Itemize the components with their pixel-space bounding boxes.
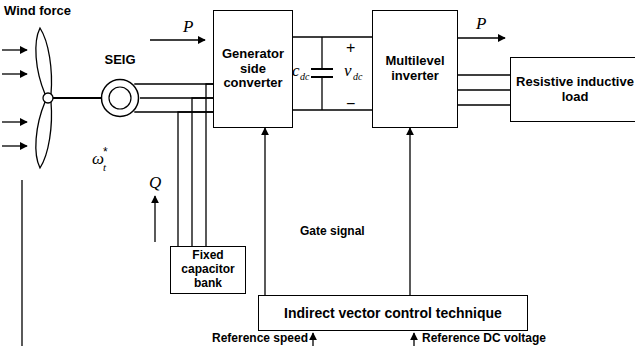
box-label: Resistive inductive load [511, 75, 635, 105]
shaft [52, 97, 101, 99]
box-label: Indirect vector control technique [284, 305, 502, 321]
capacitor-wire [178, 84, 213, 246]
speed-symbol: ω [92, 150, 104, 167]
box-label: Generator side converter [214, 47, 292, 92]
dc-capacitor [311, 37, 333, 110]
power-flow-arrow [455, 37, 505, 38]
reactive-power-arrow [154, 196, 155, 242]
load-wire [458, 75, 510, 105]
generator-symbol [100, 78, 140, 118]
title-label: Wind force [4, 4, 71, 17]
reference-input-arrow [413, 333, 414, 346]
dc-link-wire [293, 37, 372, 110]
control-box: Indirect vector control technique [258, 295, 528, 331]
input-label: Reference speed [212, 332, 308, 344]
turbine-blade [36, 102, 52, 168]
converter-box: Generator side converter [213, 10, 293, 128]
wind-arrows [2, 50, 27, 146]
turbine [36, 28, 101, 168]
inverter-box: Multilevel inverter [372, 10, 458, 128]
input-label: Reference DC voltage [422, 332, 546, 344]
subscript: dc [300, 72, 309, 82]
box-label: Multilevel inverter [373, 54, 457, 84]
capacitor-bank-box: Fixed capacitor bank [170, 246, 246, 294]
gate-signal-arrow [264, 128, 265, 295]
box-label: Fixed capacitor bank [171, 249, 245, 290]
generator-circle: SEIG [100, 78, 140, 118]
turbine-blade [36, 28, 52, 94]
turbine-hub [43, 93, 53, 103]
load-box: Resistive inductive load [510, 57, 635, 122]
power-flow-arrow [150, 39, 205, 40]
speed-signal-line [21, 180, 22, 346]
voltage-symbol: v [344, 62, 352, 79]
wind-arrow [2, 121, 27, 122]
gate-signal-arrow [409, 128, 410, 295]
polarity-sign: + [346, 40, 355, 56]
subscript: t [103, 162, 106, 173]
signal-label: Gate signal [300, 225, 365, 237]
wind-arrow [2, 49, 27, 50]
power-symbol: P [183, 18, 193, 35]
wind-arrow [2, 73, 27, 74]
subscript: dc [353, 72, 362, 82]
power-symbol: P [476, 15, 486, 32]
wind-arrow [2, 145, 27, 146]
generator-label: SEIG [104, 52, 135, 67]
reference-input-arrow [312, 333, 313, 346]
reactive-power-symbol: Q [149, 174, 161, 191]
polarity-sign: − [346, 96, 355, 112]
capacitance-symbol: c [292, 62, 300, 79]
superscript: * [103, 146, 108, 158]
